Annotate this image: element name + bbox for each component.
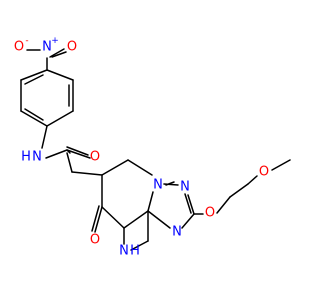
- bond-19: [71, 171, 103, 176]
- nitro-nitrogen: N: [42, 40, 52, 55]
- nitro-oxygen-top: O: [14, 40, 24, 55]
- nitro-nitrogen-charge: +: [51, 36, 59, 46]
- bond-40: [130, 240, 149, 251]
- bond-6: [46, 110, 74, 127]
- bond-lines: [20, 48, 291, 251]
- lactam-nitrogen: N: [119, 244, 129, 259]
- bond-31: [165, 181, 175, 186]
- nitro-oxygen-charge: -: [25, 36, 28, 46]
- bond-24: [91, 205, 100, 232]
- bond-4: [46, 69, 74, 81]
- ring-nitrogen-1: N: [153, 178, 163, 193]
- bond-39: [271, 159, 291, 171]
- ring-nitrogen-3: N: [172, 225, 182, 240]
- molecule-structure: O - N + O H N O N N N O O O N H: [14, 36, 291, 259]
- bond-26: [147, 191, 154, 212]
- bond-11: [24, 108, 44, 121]
- bond-33: [184, 193, 192, 214]
- bond-27: [101, 159, 129, 176]
- bond-7: [20, 110, 48, 127]
- bond-2: [51, 51, 67, 58]
- ketone-oxygen: O: [90, 233, 100, 248]
- bond-14: [45, 149, 68, 159]
- bond-15: [66, 149, 91, 159]
- ether-oxygen: O: [205, 206, 215, 221]
- bond-21: [101, 206, 125, 229]
- bond-37: [229, 183, 249, 198]
- bond-18: [66, 152, 73, 173]
- bond-38: [247, 175, 258, 185]
- atom-labels: O - N + O H N O N N N O O O N H: [14, 36, 269, 259]
- amide-oxygen: O: [90, 150, 100, 165]
- bond-32: [187, 194, 195, 215]
- nitro-oxygen-right: O: [67, 40, 77, 55]
- bond-30: [147, 210, 171, 229]
- bond-16: [66, 149, 71, 154]
- bond-13: [41, 125, 48, 149]
- bond-36: [216, 196, 231, 214]
- ring-nitrogen-2: N: [180, 180, 190, 195]
- methoxy-oxygen: O: [259, 165, 269, 180]
- bond-23: [94, 206, 103, 233]
- amide-hydrogen: H: [21, 150, 31, 165]
- bond-25: [123, 210, 149, 229]
- bond-28: [127, 159, 153, 176]
- bond-34: [181, 213, 195, 229]
- bond-9: [20, 69, 48, 81]
- bond-17: [66, 146, 89, 156]
- lactam-hydrogen: H: [130, 244, 140, 259]
- bond-3: [49, 48, 65, 58]
- bond-12: [24, 74, 44, 85]
- amide-nitrogen: N: [32, 150, 42, 165]
